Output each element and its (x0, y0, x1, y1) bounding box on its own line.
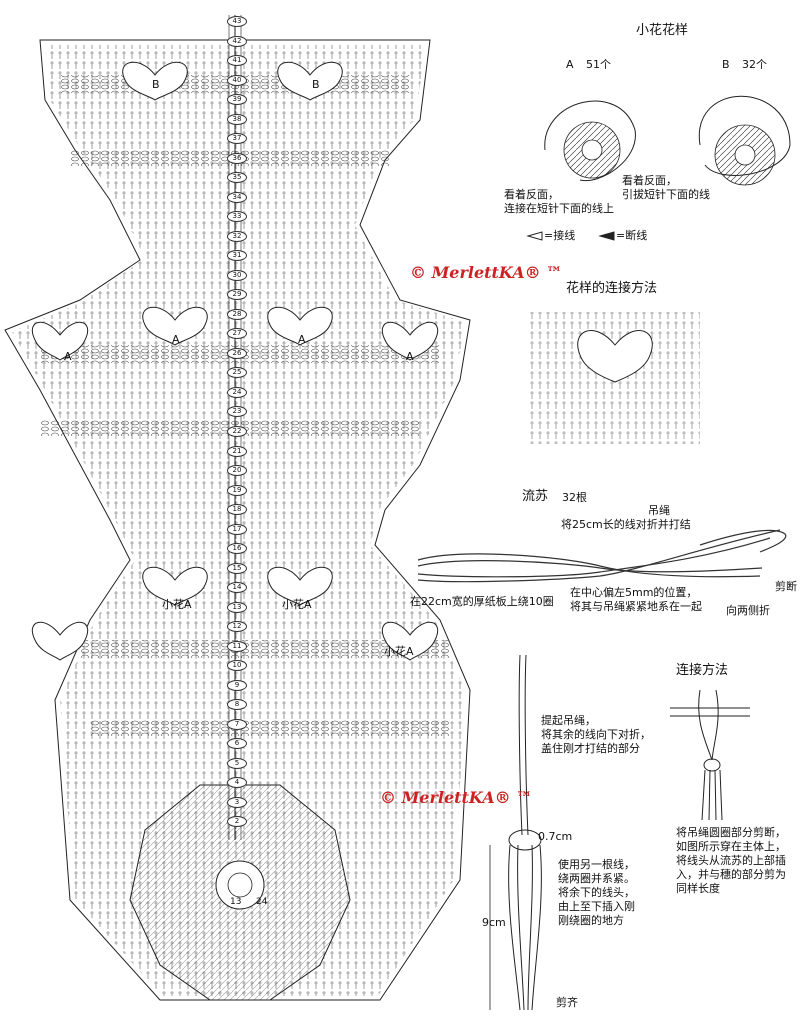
connection-title: 连接方法 (676, 663, 729, 678)
row-number: 36 (227, 152, 247, 164)
row-number: 18 (227, 504, 247, 516)
chart-center-number-24: 24 (256, 897, 268, 907)
row-number: 19 (227, 484, 247, 496)
row-number: 26 (227, 347, 247, 359)
row-number: 6 (227, 738, 247, 750)
watermark-bottom: © MerlettKA® ™ (380, 788, 533, 807)
row-number: 15 (227, 562, 247, 574)
row-number: 42 (227, 35, 247, 47)
tassel-lift-note: 提起吊绳， 将其余的线向下对折， 盖住刚才打结的部分 (541, 714, 651, 755)
fringe-hanging-cord: 吊绳 (648, 504, 670, 517)
row-number: 3 (227, 796, 247, 808)
chart-small-flower-a-2: 小花A (282, 598, 312, 611)
row-number: 32 (227, 230, 247, 242)
tassel-trim: 剪齐 (556, 996, 578, 1009)
fringe-count: 32根 (562, 491, 587, 504)
row-number: 23 (227, 406, 247, 418)
fringe-fold-note: 将25cm长的线对折并打结 (561, 518, 691, 531)
row-number: 40 (227, 74, 247, 86)
row-number: 11 (227, 640, 247, 652)
connection-note: 将吊绳圆圈部分剪断， 如图所示穿在主体上， 将线头从流苏的上部插 入，并与穗的部… (676, 826, 786, 895)
connection-drawing (670, 689, 750, 821)
fringe-title: 流苏 (522, 489, 549, 504)
chart-flower-a-4: A (406, 350, 414, 363)
row-number: 29 (227, 289, 247, 301)
flower-b-count: 32个 (742, 58, 767, 71)
row-number: 43 (227, 16, 247, 27)
small-flowers-title: 小花花样 (636, 23, 689, 38)
row-number: 28 (227, 308, 247, 320)
chart-flower-b-2: B (312, 78, 320, 91)
flower-b-label: B (722, 58, 730, 71)
stitch-fill (12, 45, 465, 996)
chart-small-flower-a-3: 小花A (384, 645, 414, 658)
row-number: 35 (227, 172, 247, 184)
row-number: 31 (227, 250, 247, 262)
row-number: 17 (227, 523, 247, 535)
tassel-wrap-note: 使用另一根线， 绕两圈并系紧。 将余下的线头， 由上至下插入刚 刚绕圈的地方 (558, 858, 635, 927)
flower-a-note: 看着反面， 连接在短针下面的线上 (504, 188, 614, 215)
heart-flowers (31, 61, 439, 661)
row-number: 2 (227, 816, 247, 828)
row-number: 10 (227, 660, 247, 672)
row-number: 27 (227, 328, 247, 340)
legend-arrows (526, 231, 615, 241)
chart-flower-a-1: A (172, 333, 180, 346)
row-number: 22 (227, 426, 247, 437)
legend-cut: =断线 (616, 229, 648, 242)
row-number: 5 (227, 757, 247, 769)
row-number: 8 (227, 699, 247, 711)
fringe-wrap-note: 在22cm宽的厚纸板上绕10圈 (410, 595, 554, 608)
row-number: 21 (227, 445, 247, 457)
flower-motif-a (544, 100, 636, 182)
bottom-octagon (129, 784, 351, 1001)
joining-title: 花样的连接方法 (566, 281, 658, 296)
row-number: 12 (227, 621, 247, 633)
flower-motif-b (698, 95, 791, 186)
chart-flower-a-3: A (64, 350, 72, 363)
legend-join: =接线 (544, 229, 576, 242)
chart-small-flower-a-1: 小花A (162, 598, 192, 611)
flower-b-note: 看着反面， 引拔短针下面的线 (622, 174, 710, 201)
row-number: 16 (227, 543, 247, 555)
flower-a-label: A (566, 58, 574, 71)
tassel-drawing (489, 654, 542, 1011)
chart-flower-b-1: B (152, 78, 160, 91)
tassel-dim-length: 9cm (482, 916, 506, 929)
row-number: 30 (227, 269, 247, 281)
flower-a-count: 51个 (586, 58, 611, 71)
row-number: 4 (227, 777, 247, 789)
row-number: 7 (227, 718, 247, 730)
row-number: 13 (227, 601, 247, 613)
row-number: 37 (227, 133, 247, 145)
row-number: 9 (227, 679, 247, 691)
row-number: 25 (227, 367, 247, 379)
fringe-bundle (417, 529, 787, 583)
joining-diagram (530, 312, 700, 444)
watermark-top: © MerlettKA® ™ (410, 263, 563, 282)
row-number: 33 (227, 211, 247, 223)
row-number: 14 (227, 582, 247, 594)
row-number: 24 (227, 386, 247, 398)
fringe-fold-both: 向两侧折 (726, 604, 770, 617)
row-number: 41 (227, 55, 247, 67)
row-number: 20 (227, 465, 247, 477)
tassel-dim-top: 0.7cm (538, 830, 573, 843)
row-number: 39 (227, 94, 247, 106)
fringe-cut: 剪断 (775, 580, 797, 593)
row-number: 38 (227, 113, 247, 125)
fringe-tie-note: 在中心偏左5mm的位置， 将其与吊绳紧紧地系在一起 (570, 586, 702, 613)
chart-center-number-13: 13 (230, 897, 242, 907)
row-number: 34 (227, 191, 247, 203)
chart-flower-a-2: A (298, 333, 306, 346)
